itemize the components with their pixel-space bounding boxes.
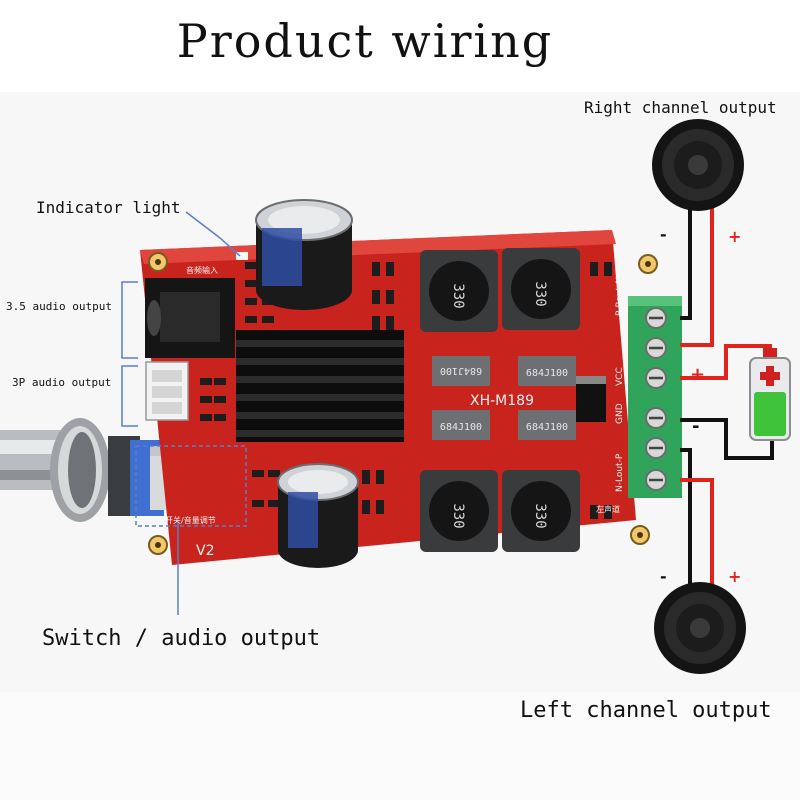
polarity-marks: - + + - - +: [660, 225, 741, 586]
board-version: V2: [196, 543, 214, 559]
wire-battery-negative: [680, 418, 774, 460]
film-cap-code-1: 684J100: [440, 365, 482, 376]
film-cap-code-3: 684J100: [440, 422, 482, 433]
bottom-strip: [0, 692, 800, 800]
label-indicator-light: Indicator light: [36, 198, 181, 217]
board-switch-label: 开关/音量调节: [165, 515, 216, 525]
terminal-block: [628, 296, 682, 498]
film-cap-4: [518, 410, 576, 440]
inductor-code-3: 330: [450, 503, 466, 528]
battery-plus: +: [690, 364, 705, 385]
film-cap-2: [518, 356, 576, 386]
callout-lines: [121, 211, 247, 615]
terminal-label-left: N-Lout-P: [615, 453, 625, 492]
wires: [680, 200, 774, 598]
wire-right-negative: [680, 200, 692, 320]
label-3p-audio: 3P audio output: [12, 376, 112, 389]
heat-sink: [236, 330, 404, 442]
right-speaker-plus: +: [728, 227, 741, 246]
board-left-label: 左声道: [596, 504, 620, 514]
left-speaker-plus: +: [728, 567, 741, 586]
battery: [749, 348, 791, 441]
film-cap-3: [432, 410, 490, 440]
film-cap-1: [432, 356, 490, 386]
left-speaker: [654, 582, 746, 674]
label-left-channel: Left channel output: [520, 698, 772, 723]
inductor-code-1: 330: [450, 283, 466, 308]
right-speaker-minus: -: [660, 225, 667, 244]
film-cap-code-4: 684J100: [526, 422, 568, 433]
board-input-label: 音频输入: [186, 265, 218, 275]
terminal-label-gnd: GND: [615, 403, 625, 424]
inductor-code-4: 330: [532, 503, 548, 528]
board-labels: 330 330 330 330 684J100 684J100 684J100 …: [165, 265, 625, 559]
label-right-channel: Right channel output: [584, 98, 777, 117]
board-model: XH-M189: [470, 393, 534, 409]
inductor-3: [420, 470, 498, 552]
film-cap-code-2: 684J100: [526, 368, 568, 379]
terminal-label-right: P-Rout-N: [615, 277, 625, 316]
terminal-label-vcc: VCC: [615, 367, 625, 386]
inductor-code-2: 330: [532, 281, 548, 306]
inductor-2: [502, 248, 580, 330]
left-speaker-minus: -: [660, 567, 667, 586]
inductor-1: [420, 250, 498, 332]
label-3-5-audio: 3.5 audio output: [6, 300, 112, 313]
inductor-4: [502, 470, 580, 552]
label-switch-audio: Switch / audio output: [42, 626, 321, 651]
indicator-led: [236, 252, 248, 260]
battery-minus: -: [692, 416, 699, 437]
capacitor-top: [255, 199, 353, 310]
wire-right-positive: [680, 200, 714, 347]
capacitor-bottom: [277, 463, 359, 568]
wire-left-negative: [680, 448, 692, 598]
amplifier-board: [140, 199, 658, 568]
page-title: Product wiring: [176, 14, 554, 68]
right-speaker: [652, 119, 744, 211]
wire-left-positive: [680, 478, 714, 598]
